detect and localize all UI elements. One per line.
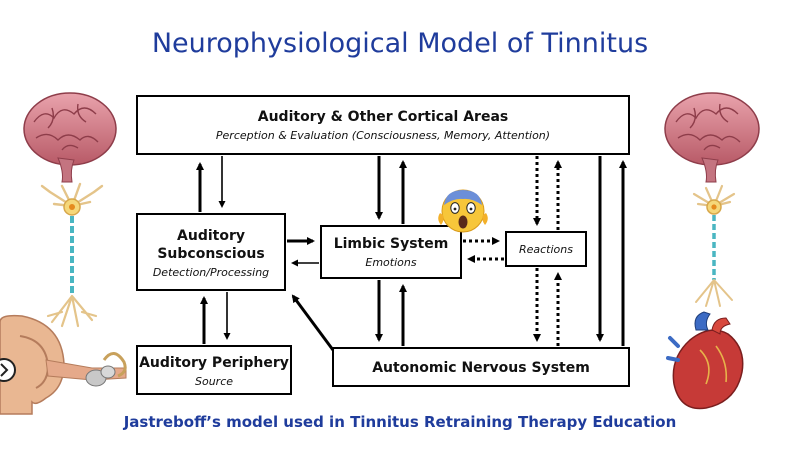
subconscious-title-line2: Subconscious <box>157 246 264 262</box>
limbic-system-box <box>320 225 462 279</box>
auditory-periphery-box <box>136 345 292 395</box>
neuron-icon <box>692 184 736 307</box>
cortical-areas-box <box>136 95 630 155</box>
auditory-subconscious-box <box>136 213 286 291</box>
ear-icon <box>0 314 127 415</box>
heart-icon <box>666 311 744 410</box>
cortical-areas-title: Auditory & Other Cortical Areas <box>258 109 508 125</box>
subconscious-subtitle: Detection/Processing <box>153 266 269 279</box>
autonomic-title: Autonomic Nervous System <box>372 360 590 376</box>
reactions-box <box>505 231 587 267</box>
neuron-icon <box>40 182 104 328</box>
arrow-autonomic-to-subconscious <box>291 294 335 351</box>
brain-icon <box>664 92 760 183</box>
autonomic-nervous-system-box <box>332 347 630 387</box>
limbic-title: Limbic System <box>334 236 449 252</box>
reactions-label: Reactions <box>519 243 573 256</box>
caption: Jastreboff’s model used in Tinnitus Retr… <box>123 413 677 431</box>
cortical-areas-subtitle: Perception & Evaluation (Consciousness, … <box>216 129 550 142</box>
periphery-title: Auditory Periphery <box>139 355 289 371</box>
periphery-subtitle: Source <box>195 375 233 388</box>
scream-emoji-icon <box>438 189 488 233</box>
subconscious-title-line1: Auditory <box>177 228 245 244</box>
page-title: Neurophysiological Model of Tinnitus <box>151 28 649 59</box>
limbic-subtitle: Emotions <box>365 256 416 269</box>
brain-icon <box>23 92 117 183</box>
